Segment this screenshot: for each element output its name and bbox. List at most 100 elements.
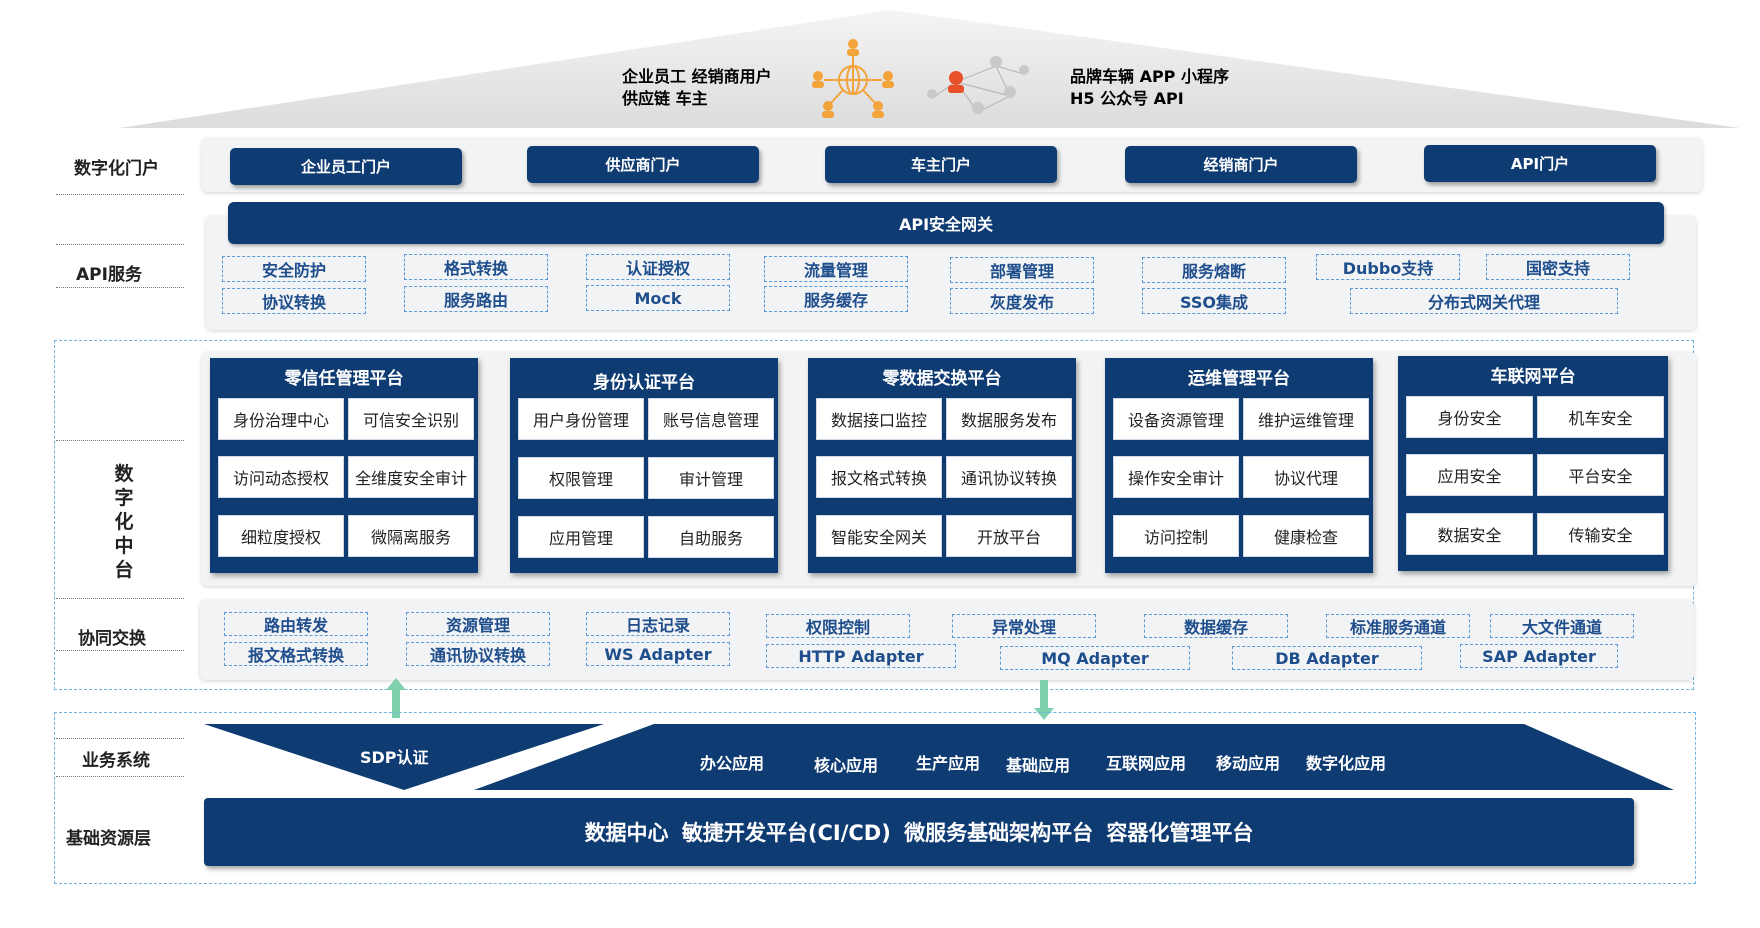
business-app-label: 移动应用 (1216, 754, 1281, 773)
api-chip: 安全防护 (222, 256, 366, 282)
platform-card: 车联网平台 身份安全 机车安全 应用安全 平台安全 数据安全 传输安全 (1398, 356, 1668, 571)
separator (56, 738, 184, 739)
separator (56, 244, 184, 245)
exchange-chip: 异常处理 (952, 614, 1096, 638)
row-label-business: 业务系统 (82, 751, 150, 771)
exchange-chip: 大文件通道 (1490, 614, 1634, 638)
separator (56, 650, 184, 651)
user-groups-left-line1: 企业员工 经销商用户 (622, 67, 772, 86)
platform-cell: 应用管理 (518, 516, 644, 558)
down-arrow-icon (1034, 680, 1054, 720)
platform-cell: 账号信息管理 (648, 398, 774, 440)
bottom-layer-frame (54, 712, 1696, 884)
api-chip: 格式转换 (404, 254, 548, 280)
platform-title: 运维管理平台 (1188, 368, 1290, 389)
separator (56, 440, 184, 441)
row-label-middle-char: 字 (114, 487, 134, 509)
platform-cell: 细粒度授权 (218, 515, 344, 557)
row-label-middle-char: 化 (114, 511, 134, 533)
row-label-middle-char: 中 (114, 535, 134, 557)
exchange-chip: SAP Adapter (1460, 644, 1618, 668)
platform-cell: 访问动态授权 (218, 456, 344, 498)
row-label-portal: 数字化门户 (74, 159, 159, 179)
api-chip: 服务熔断 (1142, 257, 1286, 283)
api-chip: 服务路由 (404, 286, 548, 312)
platform-cell: 设备资源管理 (1113, 398, 1239, 440)
platform-card: 零信任管理平台 身份治理中心 可信安全识别 访问动态授权 全维度安全审计 细粒度… (210, 358, 478, 573)
exchange-chip: MQ Adapter (1000, 646, 1190, 670)
business-app-label: 互联网应用 (1106, 754, 1187, 773)
platform-cell: 传输安全 (1537, 513, 1664, 555)
user-groups-right-line2: H5 公众号 API (1070, 89, 1184, 108)
exchange-chip: 报文格式转换 (224, 642, 368, 666)
portal-button[interactable]: API门户 (1424, 145, 1656, 182)
row-label-middle-char: 台 (114, 559, 134, 581)
platform-cell: 数据接口监控 (816, 398, 942, 440)
platform-cell: 可信安全识别 (348, 398, 474, 440)
up-arrow-icon (386, 678, 406, 718)
exchange-chip: 路由转发 (224, 612, 368, 636)
business-app-label: 基础应用 (1006, 756, 1071, 775)
business-app-label: 办公应用 (700, 754, 765, 773)
base-resource-bar: 数据中心 敏捷开发平台(CI/CD) 微服务基础架构平台 容器化管理平台 (204, 798, 1634, 866)
exchange-chip: 资源管理 (406, 612, 550, 636)
platform-cell: 开放平台 (946, 515, 1072, 557)
platform-card: 身份认证平台 用户身份管理 账号信息管理 权限管理 审计管理 应用管理 自助服务 (510, 358, 778, 573)
portal-button[interactable]: 经销商门户 (1125, 146, 1357, 183)
api-chip: 分布式网关代理 (1350, 288, 1618, 314)
platform-cell: 数据服务发布 (946, 398, 1072, 440)
api-chip: Dubbo支持 (1316, 254, 1460, 280)
separator (56, 194, 184, 195)
separator (56, 776, 184, 777)
row-label-exchange: 协同交换 (78, 629, 146, 649)
sdp-label: SDP认证 (360, 748, 429, 767)
platform-cell: 操作安全审计 (1113, 456, 1239, 498)
platform-cell: 微隔离服务 (348, 515, 474, 557)
platform-cell: 平台安全 (1537, 454, 1664, 496)
platform-title: 车联网平台 (1490, 366, 1576, 387)
user-groups-left-line2: 供应链 车主 (622, 89, 708, 108)
platform-cell: 健康检查 (1243, 515, 1369, 557)
sdp-funnel-shape (204, 724, 604, 790)
row-label-api: API服务 (76, 265, 142, 285)
api-chip: Mock (586, 285, 730, 311)
exchange-chip: HTTP Adapter (766, 644, 956, 668)
platform-title: 零数据交换平台 (882, 368, 1002, 389)
api-chip: 灰度发布 (950, 288, 1094, 314)
portal-button[interactable]: 车主门户 (825, 146, 1057, 183)
user-groups-right: 品牌车辆 APP 小程序 H5 公众号 API (1070, 66, 1229, 110)
row-label-base: 基础资源层 (66, 829, 151, 849)
roof-shape (120, 10, 1740, 128)
exchange-chip: 数据缓存 (1144, 614, 1288, 638)
exchange-band (200, 600, 1694, 680)
api-chip: 国密支持 (1486, 254, 1630, 280)
platform-card: 零数据交换平台 数据接口监控 数据服务发布 报文格式转换 通讯协议转换 智能安全… (808, 358, 1076, 573)
platform-cell: 智能安全网关 (816, 515, 942, 557)
business-app-label: 数字化应用 (1306, 754, 1387, 773)
platform-cell: 自助服务 (648, 516, 774, 558)
portal-button[interactable]: 供应商门户 (527, 146, 759, 183)
api-chip: SSO集成 (1142, 288, 1286, 314)
user-network-icon (927, 56, 1029, 114)
user-groups-right-line1: 品牌车辆 APP 小程序 (1070, 67, 1229, 86)
platform-cell: 身份安全 (1406, 396, 1533, 438)
exchange-chip: WS Adapter (586, 642, 730, 666)
user-groups-left: 企业员工 经销商用户 供应链 车主 (622, 66, 772, 110)
exchange-chip: 权限控制 (766, 614, 910, 638)
separator (56, 598, 184, 599)
exchange-chip: 日志记录 (586, 612, 730, 636)
api-chip: 认证授权 (586, 254, 730, 280)
exchange-chip: 标准服务通道 (1326, 614, 1470, 638)
business-apps-shape (474, 724, 1674, 790)
platform-cell: 机车安全 (1537, 396, 1664, 438)
platform-cell: 协议代理 (1243, 456, 1369, 498)
api-gateway-bar: API安全网关 (228, 202, 1664, 244)
platform-cell: 身份治理中心 (218, 398, 344, 440)
api-chip: 流量管理 (764, 256, 908, 282)
row-label-middle: 数 字 化 中 台 (112, 462, 136, 582)
platform-cell: 应用安全 (1406, 454, 1533, 496)
portal-button[interactable]: 企业员工门户 (230, 148, 462, 185)
platform-cell: 数据安全 (1406, 513, 1533, 555)
platform-title: 身份认证平台 (593, 372, 695, 393)
platform-cell: 权限管理 (518, 457, 644, 499)
